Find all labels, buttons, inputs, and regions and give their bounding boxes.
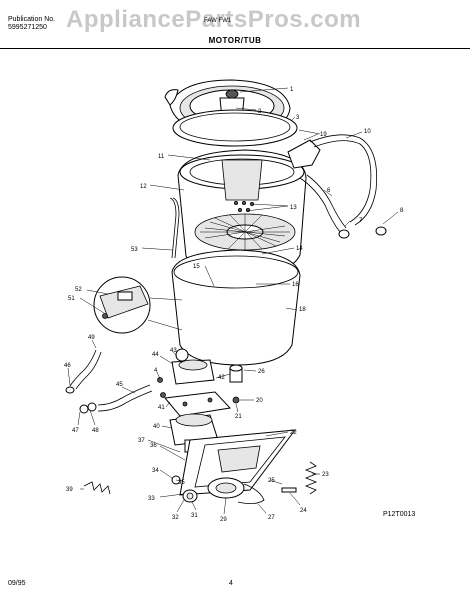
callout-2: 2 — [258, 109, 262, 115]
tub-ring — [172, 109, 298, 147]
callout-36: 36 — [150, 443, 157, 449]
leader-lines — [67, 87, 399, 515]
drain-hose — [79, 384, 153, 414]
callout-10: 10 — [364, 129, 371, 135]
spring-right — [304, 461, 318, 495]
footer-date: 09/95 — [8, 580, 26, 587]
section-title: MOTOR/TUB — [208, 36, 262, 45]
callout-43: 43 — [170, 348, 177, 354]
callout-39: 39 — [66, 487, 73, 493]
spin-basket — [177, 149, 307, 277]
callout-48: 48 — [92, 428, 99, 434]
model-code: FAW FW1 — [204, 18, 232, 24]
callout-41: 41 — [158, 405, 165, 411]
watermark: AppliancePartsPros.com — [66, 6, 362, 33]
callout-3: 3 — [296, 115, 300, 121]
callout-32: 32 — [172, 515, 179, 521]
callout-46: 46 — [64, 363, 71, 369]
pump-assembly — [157, 348, 243, 404]
detail-inset — [93, 276, 183, 334]
callout-22: 22 — [290, 430, 297, 436]
diagram-code: P12T0013 — [383, 511, 416, 518]
callout-34: 34 — [152, 468, 159, 474]
callout-7: 7 — [359, 218, 363, 224]
callout-51: 51 — [68, 296, 75, 302]
callout-11: 11 — [158, 154, 165, 160]
callout-20: 20 — [256, 398, 263, 404]
callout-6: 6 — [327, 188, 331, 194]
callout-1: 1 — [290, 87, 294, 93]
callout-4: 4 — [154, 368, 158, 374]
publication-number: 5995271250 — [8, 24, 47, 31]
title-rule — [0, 48, 470, 49]
callout-16: 16 — [292, 282, 299, 288]
spring-left — [83, 481, 111, 495]
callout-31: 31 — [191, 513, 198, 519]
callout-45: 45 — [116, 382, 123, 388]
callout-18: 18 — [299, 307, 306, 313]
outer-tub — [171, 249, 301, 366]
callout-40: 40 — [153, 424, 160, 430]
callout-labels: 1 2 3 19 10 11 12 13 6 7 8 53 14 15 16 1… — [64, 87, 404, 523]
callout-52: 52 — [75, 287, 82, 293]
callout-35: 35 — [178, 480, 185, 486]
publication-label: Publication No. — [8, 16, 56, 23]
callout-42: 42 — [218, 375, 225, 381]
rod — [169, 197, 180, 259]
callout-37: 37 — [138, 438, 145, 444]
callout-26: 26 — [258, 369, 265, 375]
callout-15: 15 — [193, 264, 200, 270]
callout-21: 21 — [235, 414, 242, 420]
callout-24: 24 — [300, 508, 307, 514]
callout-14: 14 — [296, 246, 303, 252]
callout-29: 29 — [220, 517, 227, 523]
callout-25: 25 — [268, 478, 275, 484]
mounting-bracket — [164, 391, 232, 417]
right-hoses — [287, 129, 387, 239]
callout-8: 8 — [400, 208, 404, 214]
base-frame — [179, 429, 297, 496]
motor-pulley-parts — [171, 475, 297, 504]
callout-27: 27 — [268, 515, 275, 521]
callout-44: 44 — [152, 352, 159, 358]
callout-49: 49 — [88, 335, 95, 341]
callout-19: 19 — [320, 132, 327, 138]
callout-12: 12 — [140, 184, 147, 190]
callout-53: 53 — [131, 247, 138, 253]
page-number: 4 — [229, 580, 233, 587]
callout-47: 47 — [72, 428, 79, 434]
callout-23: 23 — [322, 472, 329, 478]
callout-33: 33 — [148, 496, 155, 502]
left-hose-upper — [65, 349, 102, 394]
callout-13: 13 — [290, 205, 297, 211]
